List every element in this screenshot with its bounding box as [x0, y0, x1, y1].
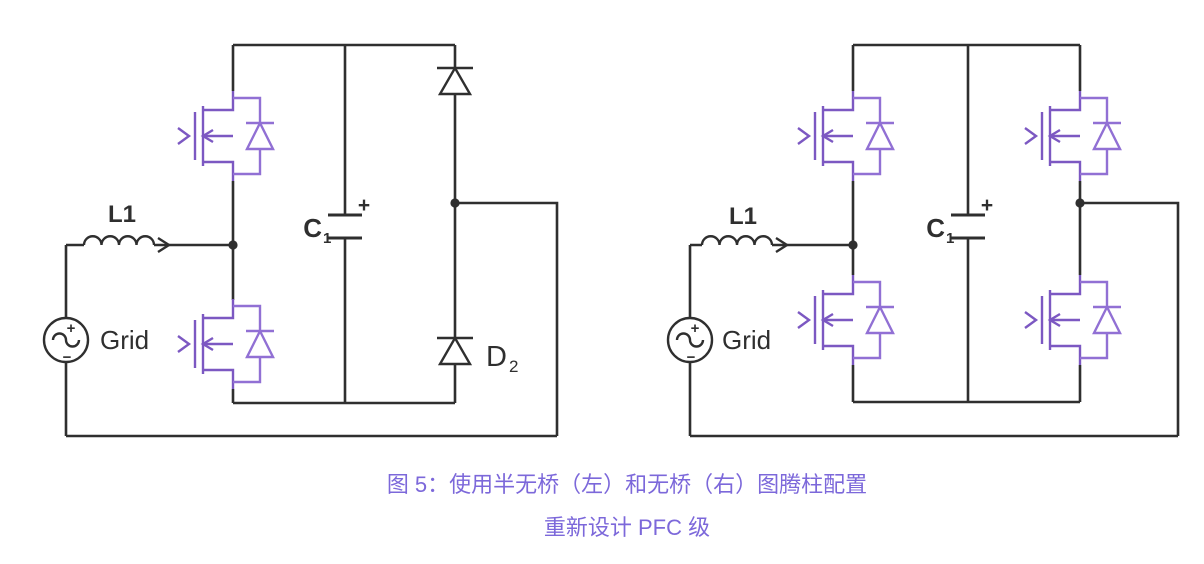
- source-plus-sign: +: [691, 320, 700, 337]
- capacitor-polarity-sign: +: [981, 194, 993, 217]
- inductor-label: L1: [108, 201, 136, 228]
- capacitor-plates: [951, 213, 985, 240]
- left-circuit-wires: [64, 43, 559, 438]
- capacitor-label: C: [926, 213, 945, 243]
- diode-d2-label: D: [486, 341, 507, 373]
- figure-caption: 图 5：使用半无桥（左）和无桥（右）图腾柱配置 重新设计 PFC 级: [75, 472, 1179, 541]
- mosfet-right-high: [1023, 89, 1082, 183]
- figure-caption-line1: 图 5：使用半无桥（左）和无桥（右）图腾柱配置: [386, 472, 868, 497]
- inductor-label: L1: [729, 203, 757, 230]
- mosfet-right-low: [1023, 273, 1082, 367]
- mosfet-left-low: [796, 273, 855, 367]
- mosfet-right-high-body-diode-icon: [1078, 96, 1123, 176]
- capacitor-label: C: [303, 213, 322, 243]
- capacitor-plates: [328, 213, 362, 240]
- mosfet-high-side-body-diode-icon: [231, 96, 276, 176]
- grid-label: Grid: [100, 325, 149, 355]
- right-circuit-wires: [688, 43, 1180, 438]
- mosfet-low-side-body-diode-icon: [231, 304, 276, 384]
- junction-node: [450, 198, 460, 208]
- capacitor-subscript: 1: [946, 230, 954, 247]
- junction-node: [1075, 198, 1085, 208]
- source-minus-sign: −: [687, 349, 696, 366]
- diode-d2-subscript: 2: [509, 357, 518, 376]
- mosfet-high-side: [176, 89, 235, 183]
- right-circuit: L1 Grid + − C 1 +: [666, 43, 1180, 438]
- mosfet-left-high: [796, 89, 855, 183]
- diode-top-icon: [435, 66, 475, 96]
- source-plus-sign: +: [67, 320, 76, 337]
- left-circuit: L1 Grid + − C 1 + D 2: [42, 43, 559, 438]
- mosfet-right-low-body-diode-icon: [1078, 280, 1123, 360]
- diode-d2-icon: [435, 336, 475, 366]
- circuit-diagram: L1 Grid + − C 1 + D 2 L1: [42, 43, 1180, 438]
- mosfet-left-low-body-diode-icon: [851, 280, 896, 360]
- junction-node: [228, 240, 238, 250]
- grid-label: Grid: [722, 325, 771, 355]
- figure-caption-line2: 重新设计 PFC 级: [543, 515, 711, 540]
- capacitor-polarity-sign: +: [358, 194, 370, 217]
- source-minus-sign: −: [63, 349, 72, 366]
- mosfet-low-side: [176, 297, 235, 391]
- mosfet-left-high-body-diode-icon: [851, 96, 896, 176]
- capacitor-subscript: 1: [323, 230, 331, 247]
- junction-node: [848, 240, 858, 250]
